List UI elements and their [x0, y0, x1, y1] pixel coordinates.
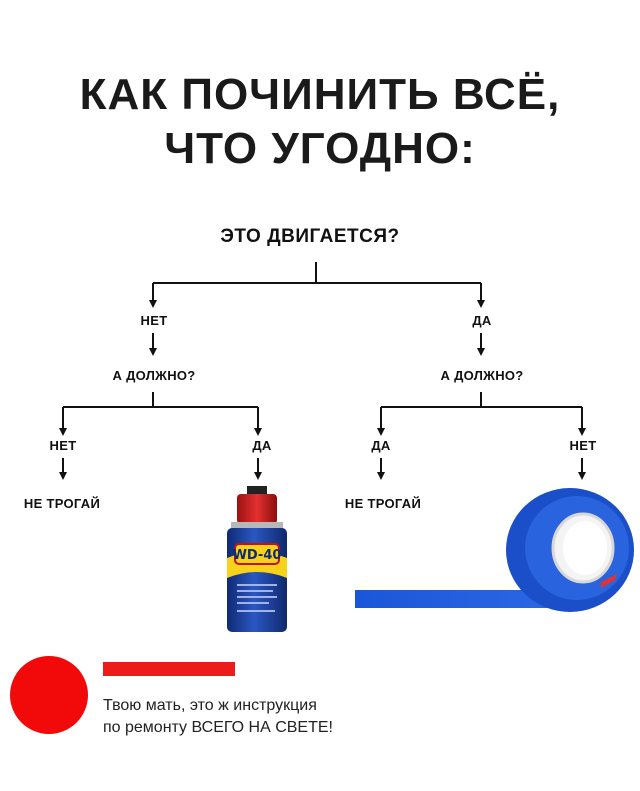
right-result-dont-touch: НЕ ТРОГАЙ — [344, 496, 422, 511]
caption-line-2: по ремонту ВСЕГО НА СВЕТЕ! — [103, 719, 333, 736]
wd40-spray-can-icon: WD-40 — [227, 486, 287, 632]
page-title: КАК ПОЧИНИТЬ ВСЁ, ЧТО УГОДНО: — [0, 68, 640, 176]
caption: Твою мать, это ж инструкция по ремонту В… — [103, 695, 333, 739]
right-left-answer: ДА — [371, 438, 391, 453]
right-answer-yes: ДА — [472, 313, 492, 328]
red-circle-avatar — [10, 656, 88, 734]
red-bar — [103, 662, 235, 676]
caption-line-1: Твою мать, это ж инструкция — [103, 697, 317, 714]
left-right-answer: ДА — [252, 438, 272, 453]
right-right-answer: НЕТ — [569, 438, 597, 453]
left-should-it-question: А ДОЛЖНО? — [112, 368, 196, 383]
left-answer-no: НЕТ — [140, 313, 168, 328]
blue-duct-tape-icon — [355, 488, 634, 612]
root-question: ЭТО ДВИГАЕТСЯ? — [220, 226, 400, 247]
left-left-answer: НЕТ — [49, 438, 77, 453]
wd40-brand-text: WD-40 — [233, 548, 282, 563]
title-line-2: ЧТО УГОДНО: — [164, 124, 476, 173]
right-should-it-question: А ДОЛЖНО? — [440, 368, 524, 383]
left-result-dont-touch: НЕ ТРОГАЙ — [23, 496, 101, 511]
title-line-1: КАК ПОЧИНИТЬ ВСЁ, — [79, 70, 561, 119]
